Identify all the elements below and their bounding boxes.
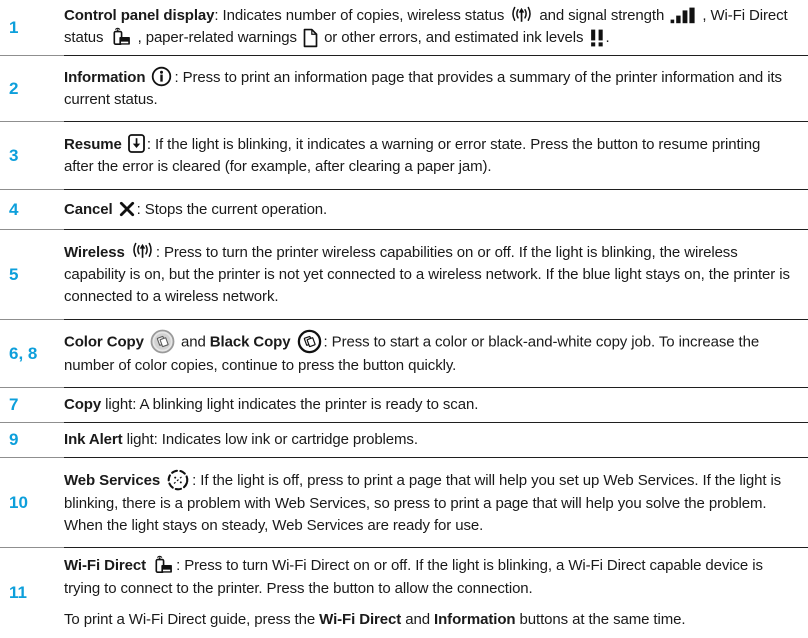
row-description: Resume : If the light is blinking, it in… — [64, 122, 808, 190]
feature-name: Control panel display — [64, 7, 215, 25]
description-text: and — [176, 333, 210, 351]
description-text: . — [605, 29, 610, 47]
feature-name: Color Copy — [64, 333, 148, 351]
description-text: and — [401, 610, 435, 628]
description-text: : If the light is blinking, it indicates… — [64, 135, 761, 175]
row-description: Web Services : If the light is off, pres… — [64, 458, 808, 548]
row-number: 7 — [0, 388, 64, 423]
description-text: : Press to start a color or black-and-wh… — [64, 333, 760, 374]
color-copy-icon — [150, 329, 175, 354]
ink-levels-icon — [590, 29, 604, 47]
description-paragraph: Copy light: A blinking light indicates t… — [64, 394, 792, 416]
cancel-icon — [119, 201, 135, 217]
row-number: 3 — [0, 122, 64, 190]
row-number: 9 — [0, 423, 64, 458]
description-text: and signal strength — [535, 7, 669, 25]
wireless-icon — [131, 242, 154, 261]
web-services-icon — [166, 468, 190, 492]
resume-icon — [127, 134, 145, 153]
description-paragraph: Color Copy and Black Copy : Press to sta… — [64, 329, 792, 377]
wireless-status-icon — [510, 6, 533, 25]
row-description: Wi-Fi Direct : Press to turn Wi-Fi Direc… — [64, 548, 808, 638]
feature-name: Cancel — [64, 200, 117, 218]
row-description: Cancel : Stops the current operation. — [64, 190, 808, 230]
description-paragraph: Ink Alert light: Indicates low ink or ca… — [64, 429, 792, 451]
description-text: : If the light is off, press to print a … — [64, 471, 782, 534]
information-icon — [151, 66, 172, 87]
description-paragraph: Web Services : If the light is off, pres… — [64, 469, 792, 537]
description-text: , Wi-Fi Direct status — [64, 7, 788, 47]
row-number: 11 — [9, 583, 27, 602]
description-text: To print a Wi-Fi Direct guide, press the — [64, 610, 320, 628]
row-description: Color Copy and Black Copy : Press to sta… — [64, 320, 808, 388]
description-paragraph: Resume : If the light is blinking, it in… — [64, 134, 792, 178]
description-text: : Indicates number of copies, wireless s… — [214, 7, 509, 25]
feature-name: Resume — [64, 135, 126, 153]
feature-name: Web Services — [64, 471, 165, 489]
description-paragraph: Wi-Fi Direct : Press to turn Wi-Fi Direc… — [64, 555, 792, 599]
row-description: Control panel display: Indicates number … — [64, 0, 808, 56]
row-number: 10 — [0, 458, 64, 548]
row-number: 2 — [0, 56, 64, 122]
description-text: : Press to turn Wi-Fi Direct on or off. … — [64, 557, 763, 597]
wifi-direct-icon — [152, 555, 174, 577]
signal-strength-icon — [670, 7, 696, 24]
description-text: buttons at the same time. — [515, 610, 686, 628]
description-paragraph: To print a Wi-Fi Direct guide, press the… — [64, 609, 792, 631]
paper-warning-icon — [303, 28, 318, 48]
row-number: 6, 8 — [0, 320, 64, 388]
feature-name: Wi-Fi Direct — [64, 557, 151, 575]
feature-name: Information — [64, 68, 150, 86]
row-description: Information : Press to print an informat… — [64, 56, 808, 122]
description-paragraph: Information : Press to print an informat… — [64, 66, 792, 111]
description-text: light: Indicates low ink or cartridge pr… — [122, 431, 418, 448]
row-number: 5 — [0, 230, 64, 320]
black-copy-icon — [297, 329, 322, 354]
row-description: Wireless : Press to turn the printer wir… — [64, 230, 808, 320]
description-paragraph: Control panel display: Indicates number … — [64, 5, 792, 49]
description-text: : Stops the current operation. — [136, 200, 328, 218]
row-description: Copy light: A blinking light indicates t… — [64, 388, 808, 423]
description-paragraph: Cancel : Stops the current operation. — [64, 199, 792, 221]
row-number: 1 — [0, 0, 64, 56]
feature-name: Black Copy — [209, 333, 295, 351]
description-text: light: A blinking light indicates the pr… — [101, 396, 479, 413]
row-description: Ink Alert light: Indicates low ink or ca… — [64, 423, 808, 458]
description-text: : Press to turn the printer wireless cap… — [64, 243, 790, 305]
feature-name: Ink Alert — [64, 431, 123, 448]
feature-name: Wireless — [64, 243, 129, 261]
description-text: : Press to print an information page tha… — [64, 68, 782, 108]
description-text: or other errors, and estimated ink level… — [320, 29, 588, 47]
description-paragraph: Wireless : Press to turn the printer wir… — [64, 242, 792, 308]
row-number: 4 — [0, 190, 64, 230]
feature-name: Wi-Fi Direct — [319, 610, 402, 628]
description-text: , paper-related warnings — [133, 29, 301, 47]
wifi-direct-status-icon — [110, 27, 132, 49]
feature-name: Information — [434, 610, 516, 628]
feature-name: Copy — [64, 396, 102, 413]
